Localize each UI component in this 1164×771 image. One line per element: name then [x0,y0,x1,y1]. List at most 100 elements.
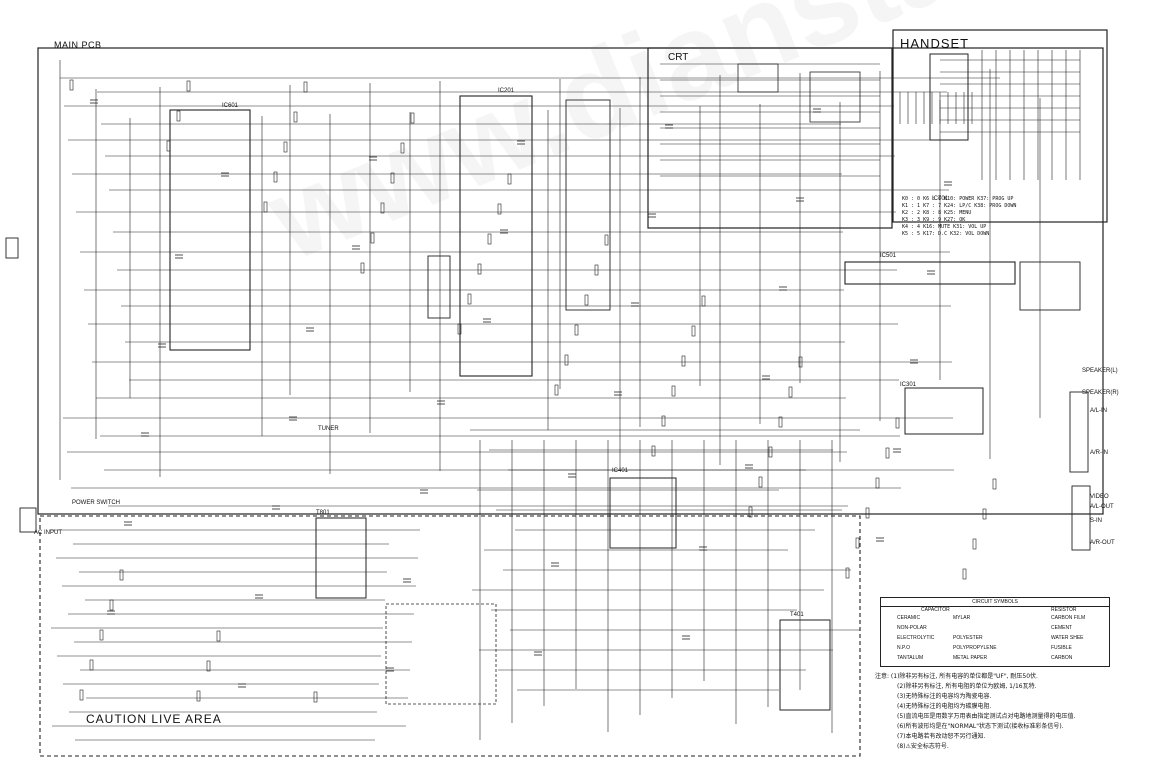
handset-key-legend: K0 : 0 K6 : 6 K10: POWER K37: PROG UP K1… [902,196,1016,238]
speaker-block [1019,261,1081,311]
note-line: (4)无特殊标注的电阻均为碳膜电阻. [897,703,992,710]
resistor [467,293,472,305]
symbol-entry: WATER SHEE [1051,635,1084,641]
resistor [119,569,124,581]
caution-live-area-label: CAUTION LIVE AREA [86,712,222,726]
note-line: (8)⚠安全标志符号. [897,743,949,750]
ic-label: IC301 [900,382,917,388]
jack-label: A/R-IN [1090,450,1108,456]
crt-transistor-block [737,63,779,93]
resistor [303,81,308,93]
resistor [89,659,94,671]
resistor [313,691,318,703]
note-line: (3)无特殊标注的电容均为陶瓷电容. [897,693,992,700]
symbol-entry: CARBON FILM [1051,615,1086,621]
resistor [507,173,512,185]
jack-label: A/R-OUT [1090,540,1115,546]
symbol-entry: CERAMIC [897,615,921,621]
ic-block-ic701 [929,53,969,141]
resistor [758,476,763,488]
handset-section-border [892,29,1108,223]
resistor [895,417,900,429]
resistor [768,446,773,458]
ac-input-plug [19,507,37,533]
resistor [400,142,405,154]
resistor [216,630,221,642]
ic-block-ic301 [904,387,984,435]
note-line: 注意: (1)除非另有标注, 所有电容的单位都是"UF", 耐压50伏. [875,673,1038,680]
resistor [798,356,803,368]
resistor [554,384,559,396]
resistor [855,537,860,549]
resistor [360,262,365,274]
ic-label: IC401 [612,468,629,474]
ic-label: IC601 [222,103,239,109]
resistor [778,416,783,428]
resistor [477,263,482,275]
resistor [661,415,666,427]
connector-block [427,255,451,319]
resistor [206,660,211,672]
handset-section-label: HANDSET [900,36,970,51]
resistor [885,447,890,459]
resistor [69,79,74,91]
resistor [604,234,609,246]
ic-block-ic601 [169,109,251,351]
key-row: K0 : 0 K6 : 6 K10: POWER K37: PROG UP [902,196,1014,202]
symbol-entry: MYLAR [953,615,971,621]
resistor [487,233,492,245]
symbol-entry: TANTALUM [897,655,924,661]
resistor [788,386,793,398]
resistor [390,172,395,184]
ic-label: IC701 [932,196,949,202]
resistor [370,232,375,244]
notes-block: 注意: (1)除非另有标注, 所有电容的单位都是"UF", 耐压50伏. (2)… [875,672,1135,752]
ic-label: T401 [790,612,804,618]
left-connector [5,237,19,259]
resistor [982,508,987,520]
resistor [992,478,997,490]
key-row: K3 : 3 K9 : 9 K27: OK [902,217,966,223]
ic-block-ic201-b [565,99,611,311]
resistor [99,629,104,641]
jack-label: S-IN [1090,518,1102,524]
key-row: K5 : 5 K17: D.C K32: VOL DOWN [902,231,990,237]
jack-label: A/L-IN [1090,408,1108,414]
jack-label: A/L-OUT [1090,504,1114,510]
tuner-label: TUNER [318,426,339,432]
main-pcb-label: MAIN PCB [54,40,102,50]
resistor [293,111,298,123]
symbol-entry: POLYPROPYLENE [953,645,997,651]
speaker-label: SPEAKER(L) [1082,368,1118,374]
circuit-symbols-table: CIRCUIT SYMBOLS CAPACITOR RESISTOR CERAM… [880,597,1110,667]
ic-label: IC201 [498,88,515,94]
crt-section-label: CRT [668,52,689,63]
resistor [845,567,850,579]
note-line: (6)所有波形均是在"NORMAL"状态下测试(接收标准彩条信号). [897,723,1064,730]
ic-block-ic501 [844,261,1016,285]
circuit-symbols-title: CIRCUIT SYMBOLS [881,598,1109,607]
resistor [273,171,278,183]
resistor [109,599,114,611]
resistor [283,141,288,153]
resistor [671,385,676,397]
key-row: K4 : 4 K16: MUTE K31: VOL UP [902,224,987,230]
resistor [176,110,181,122]
resistor-header: RESISTOR [1051,607,1077,613]
symbol-entry: ELECTROLYTIC [897,635,935,641]
resistor [651,445,656,457]
crt-neck-block [809,71,861,123]
symbol-entry: N.P.O [897,645,910,651]
resistor [410,112,415,124]
resistor [865,507,870,519]
capacitor-header: CAPACITOR [921,607,950,613]
symbol-entry: CEMENT [1051,625,1073,631]
jack-label: VIDEO [1090,494,1109,500]
resistor [564,354,569,366]
note-line: (5)直流电压是用数字万用表由指定测试点对电路地测量得的电压值. [897,713,1076,720]
ic-block-ic201 [459,95,533,377]
main-pcb-border [37,47,1104,515]
transformer-t801 [315,517,367,599]
ac-input-label: AC INPUT [34,530,63,536]
